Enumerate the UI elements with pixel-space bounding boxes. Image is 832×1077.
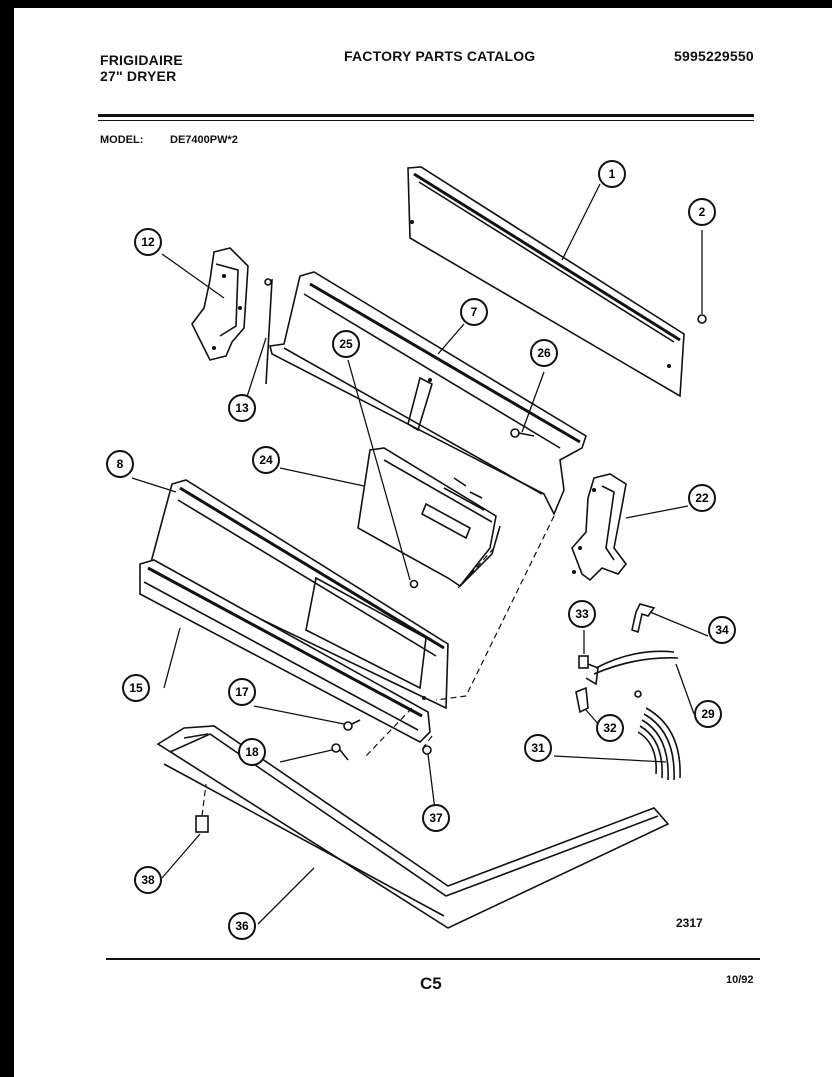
part-screw [697,314,707,324]
callout-12: 12 [134,228,162,256]
svg-text:1: 1 [609,167,616,181]
page-number: C5 [420,974,442,993]
callout-26: 26 [530,339,558,367]
callout-22: 22 [688,484,716,512]
svg-text:22: 22 [695,491,709,505]
part-end-cap [571,473,628,582]
part-control-board [357,447,501,588]
part-clamp [575,686,589,714]
svg-text:33: 33 [575,607,589,621]
svg-text:34: 34 [715,623,729,637]
callout-36: 36 [228,912,256,940]
callout-33: 33 [568,600,596,628]
svg-text:24: 24 [259,453,273,467]
catalog-title: FACTORY PARTS CATALOG [344,48,536,64]
part-clip [264,278,273,385]
callout-8: 8 [106,450,134,478]
part-left-bracket [191,247,249,361]
leader-lines [131,183,709,925]
product-name: 27" DRYER [100,68,177,84]
svg-text:26: 26 [537,346,551,360]
diagram-number: 2317 [676,916,703,930]
part-top-cover [156,725,670,929]
part-screw-26 [510,428,535,438]
svg-text:15: 15 [129,681,143,695]
callout-2: 2 [688,198,716,226]
callout-18: 18 [238,738,266,766]
svg-text:17: 17 [235,685,249,699]
callout-balloons: 1 2 7 12 13 26 24 8 25 22 33 34 15 17 29… [106,160,736,940]
catalog-sheet: FRIGIDAIRE 27" DRYER FACTORY PARTS CATAL… [14,8,832,1077]
callout-17: 17 [228,678,256,706]
part-rear-panel [407,166,685,398]
svg-text:8: 8 [117,457,124,471]
part-screw-18 [331,743,349,761]
callout-7: 7 [460,298,488,326]
alignment-lines [363,515,555,759]
svg-text:25: 25 [339,337,353,351]
callout-25-balloon: 25 [332,330,360,358]
callout-31: 31 [524,734,552,762]
part-small-bracket [631,603,656,634]
part-fastener-38 [195,783,209,833]
part-screw-17 [343,719,361,731]
callout-29: 29 [694,700,722,728]
svg-text:18: 18 [245,745,259,759]
callout-37: 37 [422,804,450,832]
svg-text:13: 13 [235,401,249,415]
header-rule-thin [98,120,754,121]
svg-text:29: 29 [701,707,715,721]
part-screw-37 [422,745,432,755]
svg-text:31: 31 [531,741,545,755]
part-harness [634,690,681,781]
svg-text:2: 2 [699,205,706,219]
catalog-number: 5995229550 [674,48,754,64]
model-label: MODEL: [100,134,144,146]
revision-date: 10/92 [726,974,754,986]
part-front-panel [149,479,449,710]
callout-32: 32 [596,714,624,742]
brand-name: FRIGIDAIRE [100,52,183,68]
svg-text:32: 32 [603,721,617,735]
exploded-parts-diagram: 1 2 7 12 13 26 24 8 25 22 33 34 15 17 29… [106,160,736,940]
callout-13: 13 [228,394,256,422]
part-wire [593,650,679,675]
part-screw-25 [409,579,419,589]
header-rule [98,114,754,117]
callout-1: 1 [598,160,626,188]
part-front-trim [139,559,431,743]
svg-text:7: 7 [471,305,478,319]
part-terminal [578,655,599,686]
model-value: DE7400PW*2 [170,134,238,146]
callout-34: 34 [708,616,736,644]
callout-38: 38 [134,866,162,894]
callout-15: 15 [122,674,150,702]
svg-text:12: 12 [141,235,155,249]
svg-text:37: 37 [429,811,443,825]
svg-text:36: 36 [235,919,249,933]
callout-24: 24 [252,446,280,474]
svg-text:38: 38 [141,873,155,887]
footer-rule [106,958,760,960]
